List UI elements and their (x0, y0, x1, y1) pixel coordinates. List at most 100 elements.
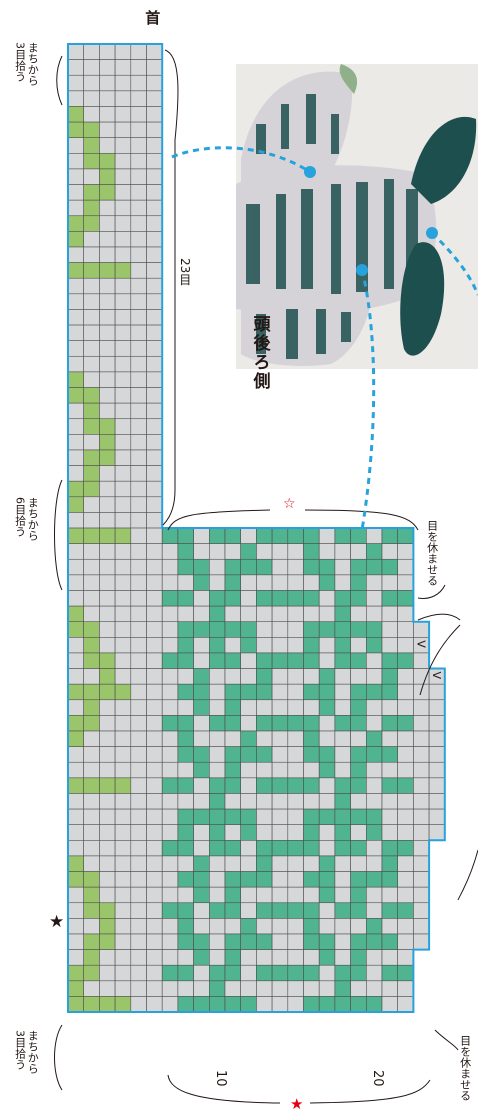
chart-cell (240, 886, 257, 904)
chart-cell (99, 434, 116, 451)
chart-cell (130, 74, 147, 92)
chart-cell (318, 980, 336, 997)
chart-cell (177, 933, 194, 950)
chart-cell (240, 574, 257, 591)
chart-cell (240, 543, 257, 560)
chart-cell (161, 652, 179, 669)
chart-cell (114, 574, 132, 591)
chart-cell (177, 668, 194, 685)
chart-cell (146, 793, 163, 810)
chart-cell (365, 761, 383, 779)
chart-cell (287, 824, 304, 841)
chart-cell (413, 761, 430, 779)
chart-cell (114, 996, 132, 1013)
chart-cell (83, 652, 100, 669)
chart-cell (318, 699, 336, 716)
bracket-thumb-top (419, 624, 461, 696)
chart-cell (83, 231, 100, 248)
chart-cell (99, 933, 116, 950)
chart-cell (83, 621, 100, 638)
chart-cell (83, 465, 100, 482)
chart-cell (177, 918, 194, 935)
chart-cell (413, 715, 430, 732)
chart-cell (381, 980, 398, 997)
chart-cell (146, 496, 163, 513)
chart-cell (334, 918, 351, 935)
chart-cell (114, 558, 132, 576)
chart-cell (99, 777, 116, 794)
chart-cell (397, 855, 414, 872)
chart-cell (130, 184, 147, 201)
chart-cell (334, 855, 351, 872)
chart-cell (224, 855, 241, 872)
chart-cell (224, 902, 241, 919)
chart-cell (177, 824, 194, 841)
chart-cell (287, 527, 304, 545)
chart-cell (209, 933, 226, 950)
chart-cell (99, 387, 116, 404)
chart-cell (83, 215, 100, 232)
chart-cell (67, 574, 84, 591)
chart-cell (114, 293, 132, 310)
chart-cell (67, 152, 84, 170)
chart-cell (303, 683, 320, 701)
chart-cell (334, 839, 351, 857)
chart-cell (224, 558, 241, 576)
chart-cell (114, 512, 132, 529)
chart-cell (114, 90, 132, 107)
chart-cell (381, 777, 398, 794)
chart-cell (99, 465, 116, 482)
chart-cell (130, 152, 147, 170)
chart-cell (67, 543, 84, 560)
chart-cell (130, 886, 147, 904)
chart-cell (114, 699, 132, 716)
chart-cell (99, 808, 116, 826)
chart-cell (287, 746, 304, 763)
chart-cell (287, 777, 304, 794)
chart-cell (413, 808, 430, 826)
chart-cell (350, 605, 367, 623)
chart-cell (99, 324, 116, 342)
chart-cell (397, 590, 414, 607)
chart-cell (114, 184, 132, 201)
chart-cell (67, 418, 84, 435)
chart-cell (130, 199, 147, 217)
chart-cell (114, 324, 132, 342)
chart-cell (334, 746, 351, 763)
chart-cell (177, 683, 194, 701)
chart-cell (83, 355, 100, 373)
chart-cell (130, 808, 147, 826)
chart-cell (350, 964, 367, 982)
chart-cell (381, 839, 398, 857)
chart-cell (287, 933, 304, 950)
chart-cell (397, 574, 414, 591)
chart-cell (209, 543, 226, 560)
chart-cell (146, 449, 163, 466)
chart-cell (130, 605, 147, 623)
chart-cell (271, 621, 289, 638)
chart-cell (114, 730, 132, 748)
chart-cell (413, 824, 430, 841)
chart-cell (350, 793, 367, 810)
chart-cell (177, 590, 194, 607)
chart-cell (146, 871, 163, 888)
chart-cell (256, 871, 273, 888)
chart-cell (256, 527, 273, 545)
chart-cell (83, 340, 100, 357)
chart-cell (99, 449, 116, 466)
chart-cell (287, 699, 304, 716)
chart-cell (177, 996, 194, 1013)
chart-cell (350, 558, 367, 576)
chart-cell (334, 621, 351, 638)
chart-cell (67, 371, 84, 388)
chart-cell (146, 746, 163, 763)
chart-cell (271, 980, 289, 997)
chart-cell (161, 933, 179, 950)
chart-cell (177, 980, 194, 997)
chart-cell (397, 793, 414, 810)
chart-cell (303, 605, 320, 623)
chart-cell (256, 777, 273, 794)
chart-cell (146, 371, 163, 388)
chart-cell (130, 933, 147, 950)
chart-cell (271, 730, 289, 748)
